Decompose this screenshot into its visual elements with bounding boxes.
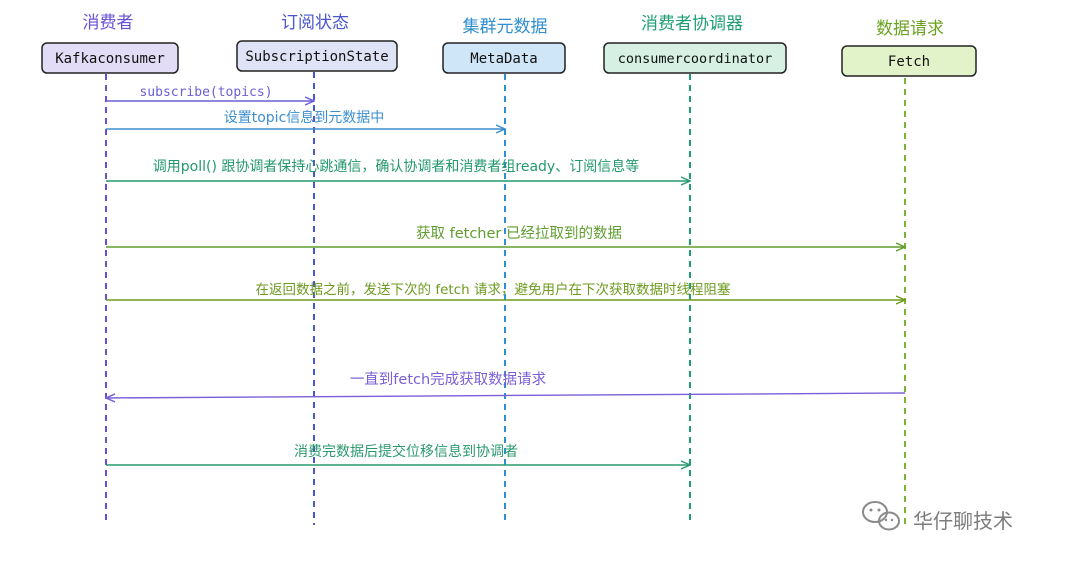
message-set-topic-label: 设置topic信息到元数据中: [224, 109, 385, 126]
message-send-next-fetch-label: 在返回数据之前，发送下次的 fetch 请求，避免用户在下次获取数据时线程阻塞: [256, 281, 731, 298]
message-until-fetch-done: 一直到fetch完成获取数据请求: [106, 371, 906, 398]
participant-fetch-label: Fetch: [888, 54, 930, 70]
watermark: 华仔聊技术: [862, 501, 1013, 533]
participant-meta: MetaData: [442, 42, 566, 74]
participant-fetch: Fetch: [841, 45, 977, 77]
participant-kafka-label: Kafkaconsumer: [55, 51, 165, 67]
message-commit-offset-label: 消费完数据后提交位移信息到协调者: [294, 443, 518, 460]
message-subscribe-label: subscribe(topics): [139, 85, 272, 100]
participant-sub-label: SubscriptionState: [245, 49, 388, 65]
message-commit-offset: 消费完数据后提交位移信息到协调者: [106, 443, 690, 465]
caption-coord: 消费者协调器: [641, 14, 743, 34]
message-until-fetch-done-label: 一直到fetch完成获取数据请求: [350, 371, 547, 388]
caption-fetch: 数据请求: [876, 19, 944, 39]
participant-kafka: Kafkaconsumer: [41, 42, 179, 74]
participant-coord: consumercoordinator: [603, 42, 787, 74]
caption-sub: 订阅状态: [281, 13, 349, 33]
message-get-fetched: 获取 fetcher 已经拉取到的数据: [106, 225, 905, 247]
participant-sub: SubscriptionState: [236, 40, 398, 72]
participant-meta-label: MetaData: [470, 51, 537, 67]
watermark-text: 华仔聊技术: [913, 509, 1013, 533]
wechat-icon: [862, 501, 900, 531]
message-poll-label: 调用poll() 跟协调者保持心跳通信，确认协调者和消费者组ready、订阅信息…: [153, 158, 639, 175]
caption-meta: 集群元数据: [463, 17, 548, 37]
caption-kafka: 消费者: [83, 13, 134, 33]
message-send-next-fetch: 在返回数据之前，发送下次的 fetch 请求，避免用户在下次获取数据时线程阻塞: [106, 281, 905, 300]
message-set-topic: 设置topic信息到元数据中: [106, 109, 505, 129]
message-subscribe: subscribe(topics): [106, 85, 314, 101]
message-get-fetched-label: 获取 fetcher 已经拉取到的数据: [416, 225, 622, 242]
message-poll: 调用poll() 跟协调者保持心跳通信，确认协调者和消费者组ready、订阅信息…: [106, 158, 690, 181]
participant-coord-label: consumercoordinator: [618, 51, 772, 67]
